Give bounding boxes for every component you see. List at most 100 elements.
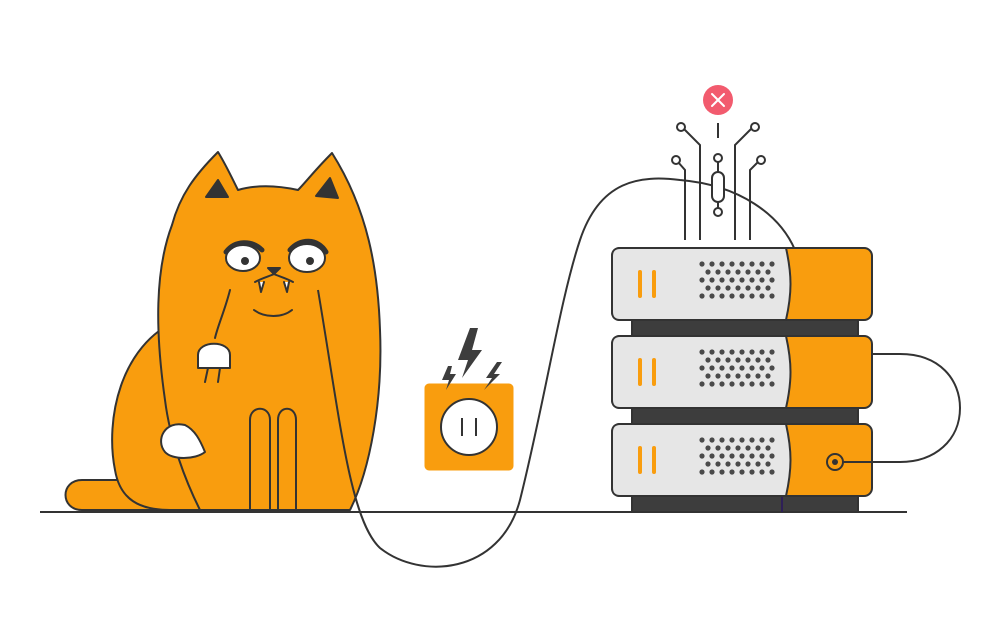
vent-dot: [705, 269, 711, 275]
vent-dot: [759, 365, 765, 371]
vent-dot: [699, 293, 705, 299]
vent-dot: [739, 453, 745, 459]
vent-dot: [765, 445, 771, 451]
vent-dot: [735, 461, 741, 467]
server-unit-3: [611, 423, 873, 497]
vent-dot: [725, 269, 731, 275]
vent-dot: [749, 437, 755, 443]
vent-dot: [759, 349, 765, 355]
cat-front-leg-right: [277, 407, 297, 511]
vent-dot: [725, 357, 731, 363]
vent-dot: [699, 381, 705, 387]
vent-dot: [705, 285, 711, 291]
vent-dot: [719, 261, 725, 267]
vent-dot: [719, 453, 725, 459]
vent-dot: [735, 373, 741, 379]
vent-dot: [759, 261, 765, 267]
server-vent-3: [699, 437, 775, 475]
vent-dot: [699, 437, 705, 443]
vent-dot: [719, 437, 725, 443]
vent-dot: [715, 445, 721, 451]
vent-dot: [709, 349, 715, 355]
vent-dot: [745, 445, 751, 451]
vent-dot: [769, 365, 775, 371]
vent-dot: [729, 293, 735, 299]
vent-dot: [739, 469, 745, 475]
server-port: [826, 453, 844, 471]
vent-dot: [729, 365, 735, 371]
cat-pupil-right: [306, 257, 314, 265]
vent-dot: [715, 285, 721, 291]
vent-dot: [725, 445, 731, 451]
server-rail-3: [631, 494, 859, 513]
vent-dot: [709, 365, 715, 371]
lightning-icon: [442, 328, 502, 390]
vent-dot: [739, 293, 745, 299]
vent-dot: [755, 357, 761, 363]
vent-dot: [765, 461, 771, 467]
server-vent-2: [699, 349, 775, 387]
vent-dot: [709, 453, 715, 459]
vent-dot: [759, 469, 765, 475]
vent-dot: [735, 445, 741, 451]
vent-dot: [749, 469, 755, 475]
vent-dot: [699, 261, 705, 267]
vent-dot: [769, 261, 775, 267]
vent-dot: [735, 269, 741, 275]
server-status-indicators: [638, 270, 656, 474]
vent-dot: [749, 381, 755, 387]
cat-eye-right: [288, 243, 326, 273]
vent-dot: [699, 469, 705, 475]
vent-dot: [755, 461, 761, 467]
vent-dot: [759, 293, 765, 299]
close-icon: [703, 85, 733, 115]
vent-dot: [715, 357, 721, 363]
vent-dot: [769, 437, 775, 443]
vent-dot: [719, 349, 725, 355]
vent-dot: [709, 277, 715, 283]
plug-icon: [197, 342, 231, 383]
cat-front-leg-left: [249, 407, 271, 511]
vent-dot: [755, 445, 761, 451]
vent-dot: [719, 293, 725, 299]
vent-dot: [735, 357, 741, 363]
vent-dot: [699, 453, 705, 459]
vent-dot: [699, 365, 705, 371]
server-unit-2: [611, 335, 873, 409]
vent-dot: [745, 285, 751, 291]
vent-dot: [729, 277, 735, 283]
vent-dot: [709, 437, 715, 443]
vent-dot: [749, 293, 755, 299]
vent-dot: [765, 373, 771, 379]
cat-mouth-cable: [214, 289, 231, 339]
cat: [64, 151, 382, 511]
vent-dot: [705, 357, 711, 363]
vent-dot: [739, 437, 745, 443]
vent-dot: [729, 261, 735, 267]
vent-dot: [749, 349, 755, 355]
cat-head: [157, 151, 382, 511]
vent-dot: [715, 269, 721, 275]
vent-dot: [769, 469, 775, 475]
vent-dot: [719, 381, 725, 387]
vent-dot: [769, 453, 775, 459]
vent-dot: [729, 469, 735, 475]
vent-dot: [755, 269, 761, 275]
vent-dot: [739, 277, 745, 283]
vent-dot: [759, 453, 765, 459]
vent-dot: [765, 285, 771, 291]
vent-dot: [709, 469, 715, 475]
vent-dot: [745, 269, 751, 275]
vent-dot: [725, 285, 731, 291]
vent-dot: [729, 381, 735, 387]
cat-nose: [267, 267, 281, 275]
vent-dot: [709, 381, 715, 387]
vent-dot: [729, 349, 735, 355]
vent-dot: [719, 365, 725, 371]
vent-dot: [699, 277, 705, 283]
vent-dot: [759, 437, 765, 443]
cat-ear-left: [205, 179, 229, 198]
network-connectors: [671, 122, 766, 240]
cat-fang-right: [283, 281, 290, 293]
